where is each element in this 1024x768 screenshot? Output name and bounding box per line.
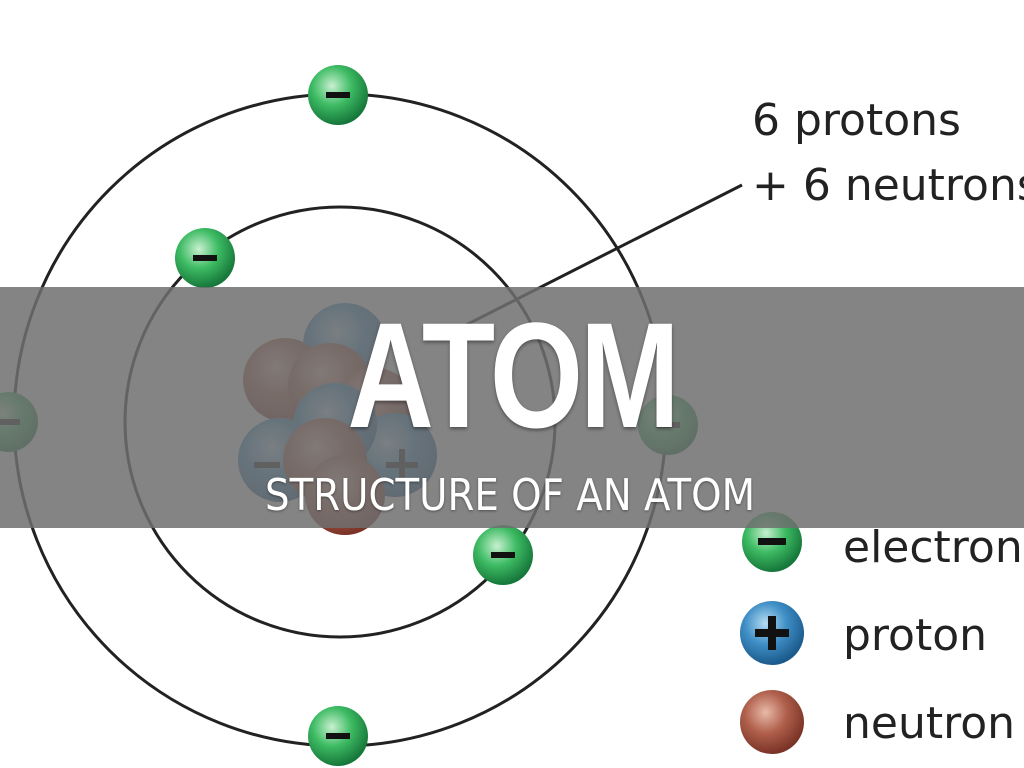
nucleus-label-line2: + 6 neutrons (752, 160, 1024, 211)
electron-icon (473, 525, 533, 585)
slide-subtitle: STRUCTURE OF AN ATOM (264, 470, 756, 521)
legend: electron proton neutron (740, 512, 1023, 754)
legend-neutron-label: neutron (843, 698, 1015, 749)
electron-icon (308, 65, 368, 125)
legend-proton-icon (740, 601, 804, 665)
legend-proton-label: proton (843, 610, 987, 661)
electron-icon (308, 706, 368, 766)
title-band (0, 287, 1024, 528)
nucleus-label-line1: 6 protons (752, 95, 961, 146)
legend-neutron-icon (740, 690, 804, 754)
slide-title: ATOM (347, 291, 680, 459)
legend-electron-label: electron (843, 522, 1023, 573)
electron-icon (175, 228, 235, 288)
